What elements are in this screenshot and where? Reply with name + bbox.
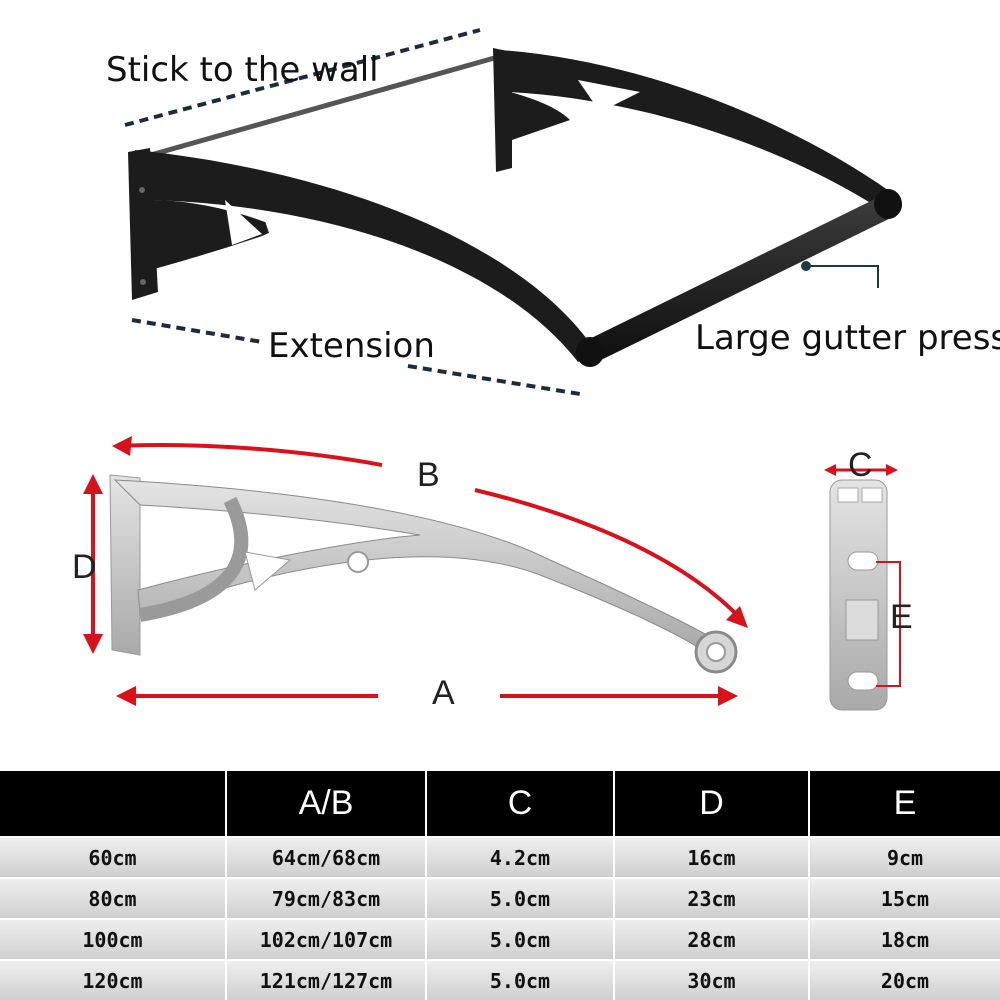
cell-ab: 79cm/83cm	[226, 877, 427, 919]
canopy-frame	[128, 48, 902, 367]
extension-label: Extension	[268, 326, 435, 366]
cell-d: 23cm	[614, 877, 810, 919]
cell-d: 30cm	[614, 959, 810, 1000]
table-row: 100cm 102cm/107cm 5.0cm 28cm 18cm	[0, 918, 1000, 960]
cell-c: 5.0cm	[426, 959, 615, 1000]
table-header-row: A/B C D E	[0, 771, 1000, 837]
arrow-b-right	[474, 488, 744, 622]
bracket-side-view	[109, 474, 738, 674]
arrow-heads	[83, 436, 898, 706]
table-row: 120cm 121cm/127cm 5.0cm 30cm 20cm	[0, 959, 1000, 1000]
table-row: 80cm 79cm/83cm 5.0cm 23cm 15cm	[0, 877, 1000, 919]
cell-ab: 102cm/107cm	[226, 918, 427, 960]
arrow-b-left	[117, 442, 383, 467]
dim-d-label: D	[72, 548, 97, 586]
table-row: 60cm 64cm/68cm 4.2cm 16cm 9cm	[0, 836, 1000, 878]
header-d: D	[614, 771, 810, 837]
wall-guide-lines	[124, 28, 581, 396]
dimension-arrows	[91, 442, 901, 698]
cell-size: 100cm	[0, 918, 227, 960]
gutter-label: Large gutter press	[695, 318, 1000, 358]
spec-table: A/B C D E 60cm 64cm/68cm 4.2cm 16cm 9cm …	[0, 771, 1000, 1000]
dim-c-label: C	[848, 446, 873, 484]
cell-size: 120cm	[0, 959, 227, 1000]
cell-size: 60cm	[0, 836, 227, 878]
dim-e-label: E	[890, 598, 913, 636]
cell-c: 5.0cm	[426, 877, 615, 919]
header-c: C	[426, 771, 615, 837]
header-size	[0, 771, 227, 837]
cell-e: 15cm	[809, 877, 1000, 919]
bracket-end-view	[829, 479, 888, 711]
bracket-e	[876, 561, 901, 687]
cell-size: 80cm	[0, 877, 227, 919]
header-ab: A/B	[226, 771, 427, 837]
dim-a-label: A	[432, 674, 455, 712]
cell-e: 18cm	[809, 918, 1000, 960]
cell-ab: 64cm/68cm	[226, 836, 427, 878]
stick-to-wall-label: Stick to the wall	[106, 50, 379, 90]
header-e: E	[809, 771, 1000, 837]
cell-ab: 121cm/127cm	[226, 959, 427, 1000]
product-diagram	[83, 28, 902, 711]
dim-b-label: B	[417, 456, 440, 494]
cell-d: 28cm	[614, 918, 810, 960]
cell-e: 9cm	[809, 836, 1000, 878]
cell-c: 5.0cm	[426, 918, 615, 960]
cell-e: 20cm	[809, 959, 1000, 1000]
cell-d: 16cm	[614, 836, 810, 878]
cell-c: 4.2cm	[426, 836, 615, 878]
